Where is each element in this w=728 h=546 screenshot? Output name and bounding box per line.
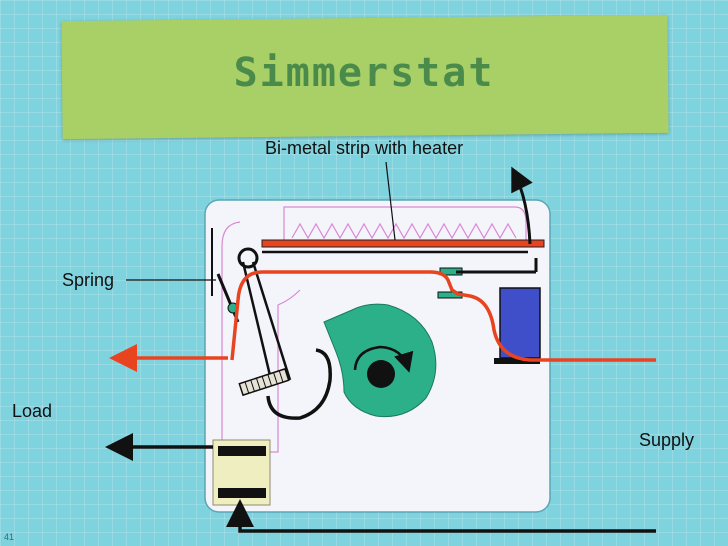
cam-follower-wire — [266, 348, 332, 420]
bimetal-pointer — [385, 161, 396, 241]
lever-arm-outer — [241, 261, 274, 385]
rotation-arrow — [353, 345, 414, 373]
terminal-plate — [494, 358, 540, 364]
spring-label: Spring — [62, 270, 115, 290]
heat-arrow — [511, 166, 533, 245]
cam-shaft — [367, 360, 395, 388]
slide-title: Simmerstat — [233, 50, 495, 96]
heater-coil — [291, 222, 517, 240]
adjusting-screw — [238, 367, 290, 397]
supply-label: Supply — [639, 430, 695, 450]
load-label: Load — [12, 401, 53, 421]
page-number: 41 — [4, 532, 15, 542]
switch-contact-top — [218, 446, 266, 456]
supply-black-arrow — [226, 499, 656, 533]
heater-housing — [283, 206, 527, 243]
current-path-in — [230, 270, 656, 362]
switch-contact-bottom — [218, 488, 266, 498]
terminal-block — [499, 287, 541, 359]
bimetal-strip — [261, 239, 545, 248]
bimetal-label: Bi-metal strip with heater — [265, 138, 464, 158]
spring — [216, 273, 240, 323]
lever-arm-inner — [251, 261, 292, 381]
